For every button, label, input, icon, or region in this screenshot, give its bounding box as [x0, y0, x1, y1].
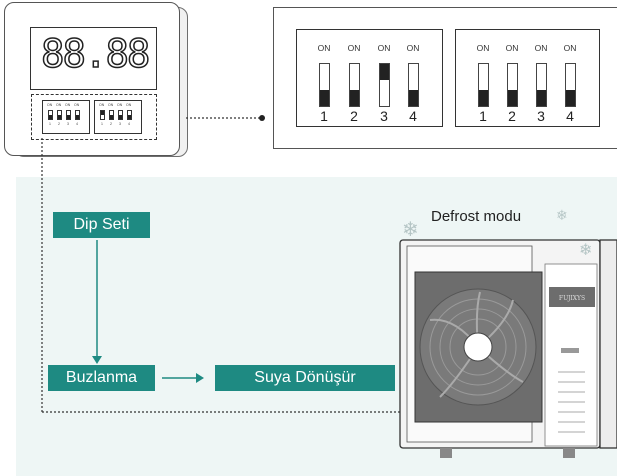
- brand-logo: FUJIXYS: [559, 295, 585, 302]
- dip-switch-group-2: ON ON ON ON 1 2 3 4: [455, 29, 600, 127]
- on-label: ON: [406, 43, 420, 53]
- snowflake-icon: ❄: [579, 242, 593, 259]
- mini-on-label: ON: [108, 103, 114, 107]
- mini-num: 2: [58, 122, 60, 126]
- mini-on-label: ON: [126, 103, 132, 107]
- on-label: ON: [505, 43, 519, 53]
- dip-switch-3[interactable]: [536, 63, 547, 107]
- defrost-label: Defrost modu: [431, 208, 522, 225]
- fan-icon: [414, 271, 543, 423]
- mini-num: 3: [67, 122, 69, 126]
- mini-num: 1: [101, 122, 103, 126]
- on-label: ON: [377, 43, 391, 53]
- lcd-digits: 88.88: [40, 32, 151, 77]
- mini-switch: [100, 110, 105, 120]
- mini-on-label: ON: [99, 103, 105, 107]
- mini-on-label: ON: [74, 103, 80, 107]
- mini-on-label: ON: [56, 103, 62, 107]
- switch-number: 4: [566, 108, 574, 124]
- on-label: ON: [534, 43, 548, 53]
- on-label: ON: [563, 43, 577, 53]
- dip-set-box: Dip Seti: [53, 212, 150, 238]
- snowflake-icon: ❄: [556, 207, 568, 223]
- to-water-box: Suya Dönüşür: [215, 365, 395, 391]
- mini-switch: [127, 110, 132, 120]
- mini-num: 4: [76, 122, 78, 126]
- switch-number: 1: [479, 108, 487, 124]
- dip-switch-3[interactable]: [379, 63, 390, 107]
- switch-number: 1: [320, 108, 328, 124]
- on-label: ON: [347, 43, 361, 53]
- lcd-display: [30, 27, 157, 90]
- mini-num: 3: [119, 122, 121, 126]
- dip-switch-1[interactable]: [319, 63, 330, 107]
- mini-num: 4: [128, 122, 130, 126]
- on-label: ON: [476, 43, 490, 53]
- switch-number: 4: [409, 108, 417, 124]
- snowflake-icon: ❄: [402, 219, 419, 241]
- switch-number: 3: [380, 108, 388, 124]
- mini-num: 2: [110, 122, 112, 126]
- mini-switch: [57, 110, 62, 120]
- mini-switch: [75, 110, 80, 120]
- dip-switch-2[interactable]: [349, 63, 360, 107]
- dip-switch-1[interactable]: [478, 63, 489, 107]
- dip-switch-group-1: ON ON ON ON 1 2 3 4: [296, 29, 443, 127]
- switch-number: 2: [508, 108, 516, 124]
- dip-switch-2[interactable]: [507, 63, 518, 107]
- dip-switch-4[interactable]: [408, 63, 419, 107]
- mini-switch: [109, 110, 114, 120]
- on-label: ON: [317, 43, 331, 53]
- dip-switch-area: [31, 94, 157, 140]
- switch-number: 3: [537, 108, 545, 124]
- dip-switch-4[interactable]: [565, 63, 576, 107]
- mini-dip-group-2: ON ON ON ON 1 2 3 4: [94, 100, 142, 134]
- mini-on-label: ON: [65, 103, 71, 107]
- switch-number: 2: [350, 108, 358, 124]
- freezing-box: Buzlanma: [48, 365, 155, 391]
- mini-switch: [48, 110, 53, 120]
- outdoor-unit: FUJIXYS: [399, 239, 617, 458]
- mini-on-label: ON: [117, 103, 123, 107]
- mini-dip-group-1: ON ON ON ON 1 2 3 4: [42, 100, 90, 134]
- mini-on-label: ON: [47, 103, 53, 107]
- mini-num: 1: [49, 122, 51, 126]
- mini-switch: [118, 110, 123, 120]
- mini-switch: [66, 110, 71, 120]
